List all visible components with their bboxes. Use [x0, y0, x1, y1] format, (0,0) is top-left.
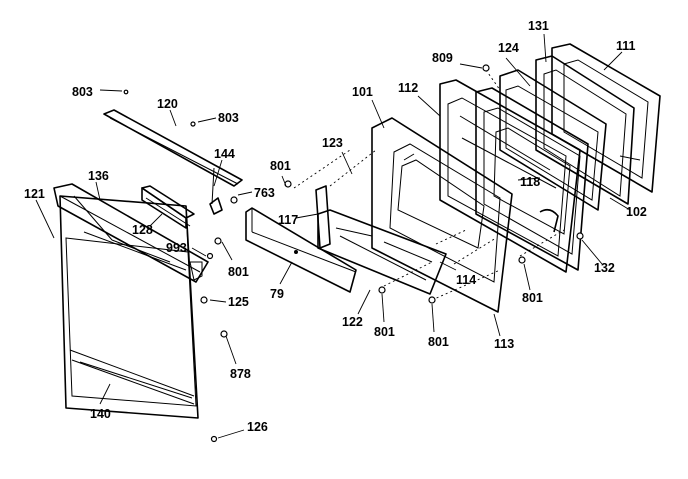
small-bracket [209, 167, 223, 215]
label-801-a: 801 [270, 159, 291, 173]
door-top-trim [53, 183, 209, 283]
label-121: 121 [24, 187, 45, 201]
label-803-top: 803 [72, 85, 93, 99]
inner-frame [439, 79, 581, 273]
label-803-mid: 803 [218, 111, 239, 125]
label-131: 131 [528, 19, 549, 33]
label-801-c: 801 [428, 335, 449, 349]
label-125: 125 [228, 295, 249, 309]
label-878: 878 [230, 367, 251, 381]
alignment-lines [293, 69, 565, 301]
label-113: 113 [494, 337, 514, 351]
label-123: 123 [322, 136, 343, 150]
handle-bracket [141, 185, 195, 229]
label-114: 114 [456, 273, 476, 287]
label-102: 102 [626, 205, 647, 219]
window-frame [535, 55, 635, 205]
label-993: 993 [166, 241, 187, 255]
label-136: 136 [88, 169, 109, 183]
label-101: 101 [352, 85, 373, 99]
handle-plate [245, 207, 357, 293]
label-124: 124 [498, 41, 519, 55]
label-112: 112 [398, 81, 418, 95]
label-809: 809 [432, 51, 453, 65]
part-labels: 803 120 803 144 136 121 763 128 993 801 … [24, 19, 647, 434]
leader-lines [35, 33, 631, 439]
label-126: 126 [247, 420, 268, 434]
label-111: 111 [616, 39, 636, 53]
label-118: 118 [520, 175, 540, 189]
window-glass [499, 69, 607, 211]
label-763: 763 [254, 186, 275, 200]
outer-door-panel [59, 195, 199, 419]
side-channel [315, 185, 331, 249]
label-120: 120 [157, 97, 178, 111]
label-801-b: 801 [374, 325, 395, 339]
outer-window-pane [551, 43, 661, 193]
label-801-left: 801 [228, 265, 249, 279]
trim-strip [103, 109, 243, 187]
label-128: 128 [132, 223, 153, 237]
label-140: 140 [90, 407, 111, 421]
glass-panel [317, 209, 447, 295]
left-screws [123, 89, 238, 443]
inner-door-panel [371, 117, 513, 313]
label-132: 132 [594, 261, 615, 275]
label-801-d: 801 [522, 291, 543, 305]
label-144: 144 [214, 147, 235, 161]
label-122: 122 [342, 315, 363, 329]
label-79: 79 [270, 287, 284, 301]
label-117: 117 [278, 213, 298, 227]
